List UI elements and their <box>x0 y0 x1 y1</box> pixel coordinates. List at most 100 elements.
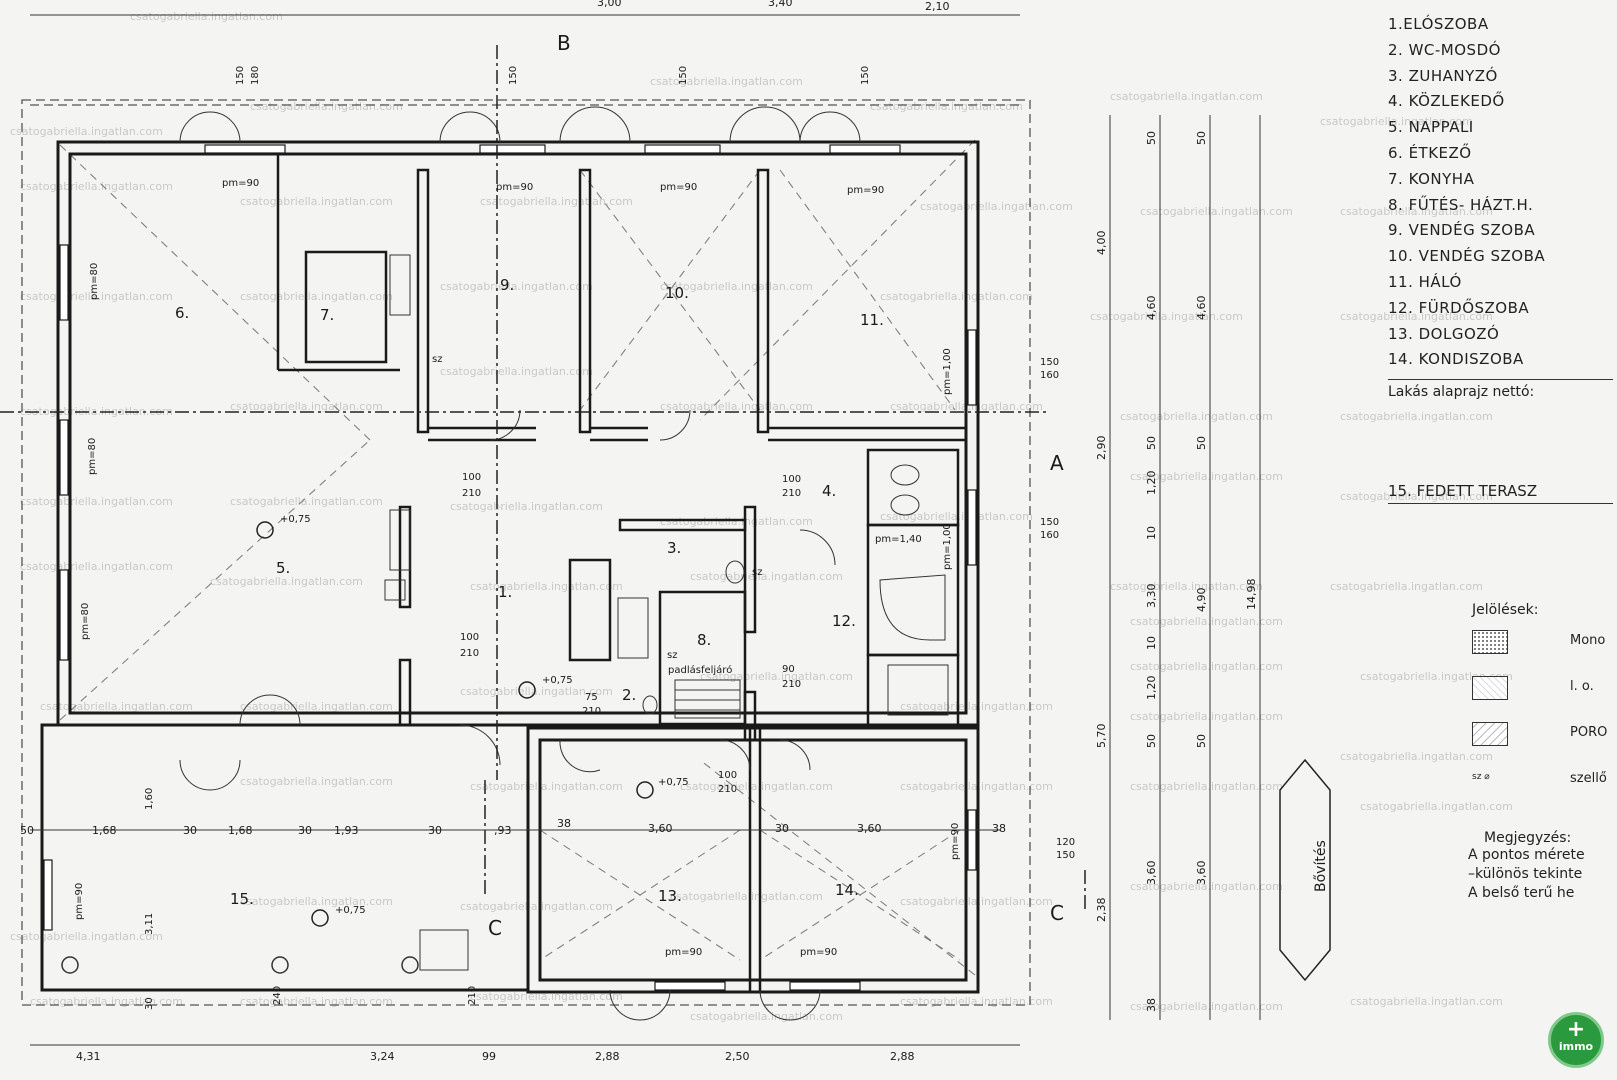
watermark-text: csatogabriella.ingatlan.com <box>1140 205 1293 218</box>
room-list-item: 10. VENDÉG SZOBA <box>1388 247 1546 266</box>
dim-label: 1,68 <box>92 824 117 837</box>
dim-label: 150 <box>860 66 871 85</box>
room-9-label: 9. <box>500 276 514 294</box>
exterior-walls <box>40 140 980 994</box>
door-swings <box>179 106 861 1021</box>
watermark-text: csatogabriella.ingatlan.com <box>1340 750 1493 763</box>
watermark-text: csatogabriella.ingatlan.com <box>440 280 593 293</box>
section-a-label: A <box>1050 451 1064 475</box>
legend-item-mono: Mono <box>1472 618 1613 664</box>
watermark-text: csatogabriella.ingatlan.com <box>1130 1000 1283 1013</box>
hatch-swatch-icon <box>1472 676 1508 701</box>
dim-label: ,93 <box>494 824 512 837</box>
level-markers <box>256 521 654 927</box>
watermark-text: csatogabriella.ingatlan.com <box>130 10 283 23</box>
room-numbers: 1. 2. 3. 4. 5. 6. 7. 8. 9. 10. 11. 12. 1… <box>175 276 884 908</box>
room-list-item: 4. KÖZLEKEDŐ <box>1388 92 1505 111</box>
door-height-label: 210 <box>460 648 479 659</box>
section-b-label: B <box>557 31 571 55</box>
dim-label: 3,60 <box>1145 861 1158 886</box>
dim-label: 10 <box>1145 526 1158 540</box>
note-title: Megjegyzés: <box>1484 830 1572 847</box>
legend-item-poro: PORO <box>1472 710 1613 756</box>
dim-label: 1,93 <box>334 824 359 837</box>
room-1-label: 1. <box>498 583 512 601</box>
dim-label: 2,88 <box>890 1050 915 1063</box>
watermark-text: csatogabriella.ingatlan.com <box>250 100 403 113</box>
watermark-text: csatogabriella.ingatlan.com <box>10 125 163 138</box>
dim-label: 3,11 <box>144 913 155 935</box>
legend-item-io: l. o. <box>1472 664 1613 710</box>
door-width-label: 100 <box>782 474 801 485</box>
extension-label: Bővítés <box>1313 840 1329 892</box>
window-label: pm=1,00 <box>942 523 953 570</box>
window-labels: pm=90 pm=90 pm=90 pm=90 pm=90 pm=90 pm=8… <box>74 178 961 958</box>
plus-icon: + <box>1566 1017 1586 1042</box>
watermarks: csatogabriella.ingatlan.com csatogabriell… <box>10 10 1513 1023</box>
dim-label: 50 <box>1195 734 1208 748</box>
dim-label: 50 <box>1195 436 1208 450</box>
legend-item-vent: sz ⌀ szellő <box>1472 756 1613 802</box>
watermark-text: csatogabriella.ingatlan.com <box>450 500 603 513</box>
legend-items: Mono l. o. PORO sz ⌀ szellő <box>1388 618 1613 802</box>
hatch-swatch-icon <box>1472 630 1508 655</box>
watermark-text: csatogabriella.ingatlan.com <box>20 560 173 573</box>
bottom-dimensions: 4,31 3,24 99 2,88 2,50 2,88 <box>76 1050 915 1063</box>
window-label: pm=90 <box>800 947 837 958</box>
dim-label: 2,88 <box>595 1050 620 1063</box>
misc-dimensions: 150 180 150 150 150 150 160 150 160 120 … <box>144 66 1075 1010</box>
dim-label: 150 <box>1056 850 1075 861</box>
door-height-label: 210 <box>782 679 801 690</box>
room-list-item: 11. HÁLÓ <box>1388 272 1462 291</box>
dim-label: 150 <box>235 66 246 85</box>
right-dimensions-col3: 4,00 2,90 5,70 2,38 <box>1095 231 1108 923</box>
section-c-left-label: C <box>488 916 502 940</box>
top-dimensions: 3,00 3,40 2,10 <box>597 0 950 13</box>
right-dimensions-col2: 50 4,60 50 4,90 50 3,60 <box>1195 131 1208 885</box>
interior-walls <box>276 154 966 994</box>
watermark-text: csatogabriella.ingatlan.com <box>660 280 813 293</box>
watermark-text: csatogabriella.ingatlan.com <box>1340 490 1493 503</box>
room-13-label: 13. <box>658 887 682 905</box>
attic-stair-label: padlásfeljáró <box>668 664 732 676</box>
door-width-label: 100 <box>460 632 479 643</box>
watermark-text: csatogabriella.ingatlan.com <box>1330 580 1483 593</box>
watermark-text: csatogabriella.ingatlan.com <box>210 575 363 588</box>
dim-label: 150 <box>1040 517 1059 528</box>
vent-marks: sz sz sz <box>432 354 762 661</box>
dim-label: 38 <box>1145 998 1158 1012</box>
section-lines <box>0 45 1086 910</box>
windows <box>43 144 977 991</box>
watermark-text: csatogabriella.ingatlan.com <box>230 400 383 413</box>
room-11-label: 11. <box>860 311 884 329</box>
room-8-label: 8. <box>697 631 711 649</box>
window-label: pm=90 <box>496 182 533 193</box>
room-5-label: 5. <box>276 559 290 577</box>
room-3-label: 3. <box>667 539 681 557</box>
dim-label: 30 <box>144 997 155 1010</box>
room-2-label: 2. <box>622 686 636 704</box>
window-label: pm=90 <box>950 823 961 860</box>
watermark-text: csatogabriella.ingatlan.com <box>650 75 803 88</box>
note-line: A pontos mérete <box>1468 847 1585 864</box>
legend-item-label: szellő <box>1570 771 1607 787</box>
dim-label: 2,50 <box>725 1050 750 1063</box>
room-list-item: 8. FŰTÉS- HÁZT.H. <box>1388 195 1534 214</box>
dim-label: 4,60 <box>1145 296 1158 321</box>
dim-label: 50 <box>1145 734 1158 748</box>
watermark-text: csatogabriella.ingatlan.com <box>1130 710 1283 723</box>
watermark-text: csatogabriella.ingatlan.com <box>1090 310 1243 323</box>
dim-label: 2,90 <box>1095 436 1108 461</box>
watermark-text: csatogabriella.ingatlan.com <box>880 290 1033 303</box>
watermark-text: csatogabriella.ingatlan.com <box>460 685 613 698</box>
total-length-label: 14,98 <box>1245 579 1258 611</box>
room-list-item: 7. KONYHA <box>1388 169 1475 188</box>
watermark-text: csatogabriella.ingatlan.com <box>880 510 1033 523</box>
door-height-label: 210 <box>718 784 737 795</box>
watermark-text: csatogabriella.ingatlan.com <box>1130 470 1283 483</box>
dim-label: 3,60 <box>857 822 882 835</box>
watermark-text: csatogabriella.ingatlan.com <box>470 580 623 593</box>
dim-label: 160 <box>1040 370 1059 381</box>
watermark-text: csatogabriella.ingatlan.com <box>440 365 593 378</box>
dim-label: 150 <box>1040 357 1059 368</box>
